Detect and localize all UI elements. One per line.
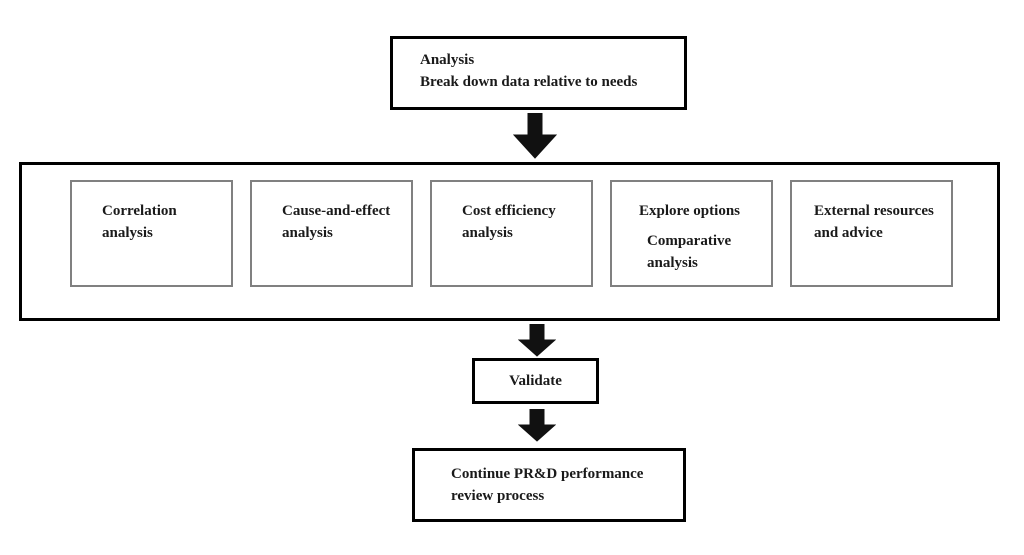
method-label: External resources and advice: [814, 203, 934, 241]
method-box-cause-and-effect-analysis: Cause-and-effect analysis: [250, 180, 413, 287]
analysis-step-title: Analysis: [420, 52, 475, 68]
analysis-step-subtitle: Break down data relative to needs: [420, 74, 638, 90]
analysis-methods-group-box: [19, 162, 1000, 321]
method-box-external-resources: External resources and advice: [790, 180, 953, 287]
down-arrow-icon: [518, 324, 556, 357]
method-box-explore-options: Explore options Comparative analysis: [610, 180, 773, 287]
validate-label: Validate: [509, 373, 562, 389]
continue-label: Continue PR&D performance review process: [451, 466, 644, 504]
down-arrow-icon: [513, 113, 557, 159]
method-box-cost-efficiency-analysis: Cost efficiency analysis: [430, 180, 593, 287]
down-arrow-icon: [518, 409, 556, 442]
validate-step-box: Validate: [472, 358, 599, 404]
method-label: Explore options: [639, 203, 740, 219]
method-label: Cause-and-effect analysis: [282, 203, 391, 241]
method-box-correlation-analysis: Correlation analysis: [70, 180, 233, 287]
continue-step-box: Continue PR&D performance review process: [412, 448, 686, 522]
method-label: Correlation analysis: [102, 203, 177, 241]
method-sublabel: Comparative analysis: [647, 233, 732, 271]
method-label: Cost efficiency analysis: [462, 203, 556, 241]
analysis-step-box: Analysis Break down data relative to nee…: [390, 36, 687, 110]
